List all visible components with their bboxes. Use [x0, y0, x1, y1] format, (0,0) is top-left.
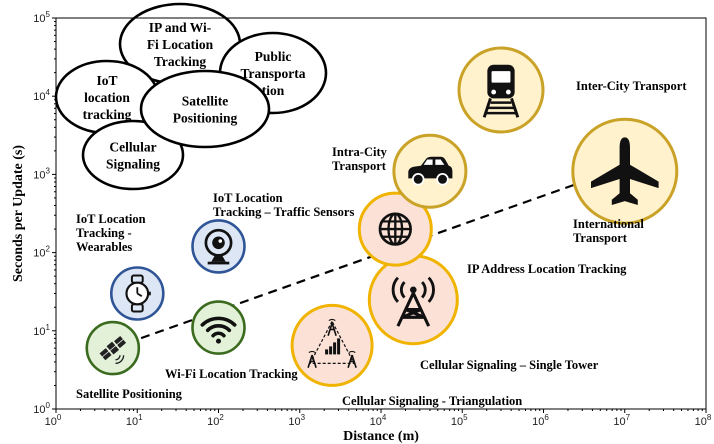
label-triangulation: Cellular Signaling - Triangulation [342, 394, 522, 408]
x-tick-label: 101 [126, 413, 143, 428]
cell-towers-icon [307, 318, 357, 369]
data-point-5 [367, 254, 459, 346]
bubble-cellular-shape [81, 119, 185, 191]
x-tick-label: 106 [532, 413, 549, 428]
data-point-2 [110, 266, 165, 321]
x-tick-label: 107 [613, 413, 630, 428]
x-tick-label: 104 [370, 413, 387, 428]
x-tick-label: 105 [451, 413, 468, 428]
cell-tower-icon [391, 276, 435, 327]
wifi-icon [200, 316, 237, 344]
axis-ticks: 100 101 102 103 104 105 106 107 108 100 101 102 103 1… [33, 10, 712, 428]
data-point-0 [85, 320, 141, 376]
label-wifi: Wi-Fi Location Tracking [165, 367, 298, 381]
y-tick-label: 100 [33, 401, 50, 416]
data-point-9 [571, 117, 679, 225]
bubble-satellite-shape [139, 69, 271, 149]
airplane-icon [591, 137, 659, 205]
x-tick-label: 108 [695, 413, 712, 428]
x-axis-title: Distance (m) [343, 429, 419, 444]
train-icon [482, 64, 520, 118]
x-tick-label: 103 [288, 413, 305, 428]
y-tick-label: 104 [33, 88, 50, 103]
x-tick-label: 102 [207, 413, 224, 428]
webcam-icon [204, 228, 233, 265]
data-point-circle [290, 303, 374, 387]
car-icon [408, 156, 453, 186]
trend-line [112, 180, 583, 350]
trend-line-layer [112, 180, 583, 350]
y-tick-label: 101 [33, 323, 50, 338]
x-tick-label: 100 [45, 413, 62, 428]
y-tick-label: 103 [33, 166, 50, 181]
data-point-3 [191, 219, 246, 274]
satellite-icon [99, 335, 127, 365]
data-point-circle [367, 254, 459, 346]
label-inter-city: Inter-City Transport [576, 79, 687, 93]
y-axis-title: Seconds per Update (s) [11, 145, 26, 282]
watch-icon [125, 274, 151, 313]
data-point-4 [290, 303, 374, 387]
data-point-7 [392, 133, 468, 209]
data-point-1 [191, 300, 246, 355]
label-single-tower: Cellular Signaling – Single Tower [420, 358, 599, 372]
data-point-6 [357, 191, 433, 267]
data-point-8 [457, 46, 545, 134]
globe-icon [378, 212, 412, 246]
y-tick-label: 105 [33, 10, 50, 25]
label-ip-address: IP Address Location Tracking [467, 262, 627, 276]
y-tick-label: 102 [33, 245, 50, 260]
data-points [85, 46, 679, 387]
label-satellite: Satellite Positioning [76, 387, 183, 401]
